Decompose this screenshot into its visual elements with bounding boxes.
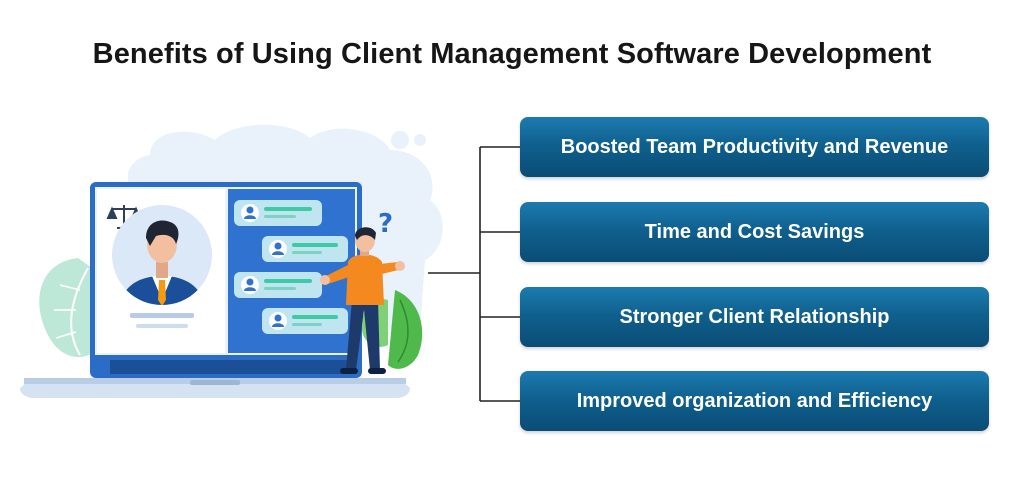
leaf-icon — [39, 258, 95, 358]
person-figure — [320, 227, 405, 374]
laptop-base — [20, 378, 410, 398]
benefit-label: Improved organization and Efficiency — [576, 389, 933, 412]
chat-bubble — [262, 236, 348, 262]
laptop-keyboard — [110, 360, 350, 374]
avatar-icon — [274, 314, 282, 322]
avatar-icon — [274, 242, 282, 250]
chat-bubble — [262, 308, 348, 334]
crm-illustration: ? — [20, 124, 443, 398]
question-mark-icon: ? — [378, 209, 393, 239]
chat-bubble — [234, 272, 322, 298]
name-line — [136, 324, 188, 328]
avatar-icon — [246, 206, 254, 214]
benefit-box-relationship: Stronger Client Relationship — [520, 287, 989, 347]
benefit-label: Boosted Team Productivity and Revenue — [560, 135, 949, 158]
name-line — [130, 313, 194, 318]
benefit-box-efficiency: Improved organization and Efficiency — [520, 371, 989, 431]
benefit-box-savings: Time and Cost Savings — [520, 202, 989, 262]
benefit-box-productivity: Boosted Team Productivity and Revenue — [520, 117, 989, 177]
benefit-label: Stronger Client Relationship — [619, 305, 890, 328]
chat-bubble — [234, 200, 322, 226]
avatar-icon — [246, 278, 254, 286]
benefit-label: Time and Cost Savings — [644, 220, 865, 243]
page-title: Benefits of Using Client Management Soft… — [92, 38, 932, 70]
